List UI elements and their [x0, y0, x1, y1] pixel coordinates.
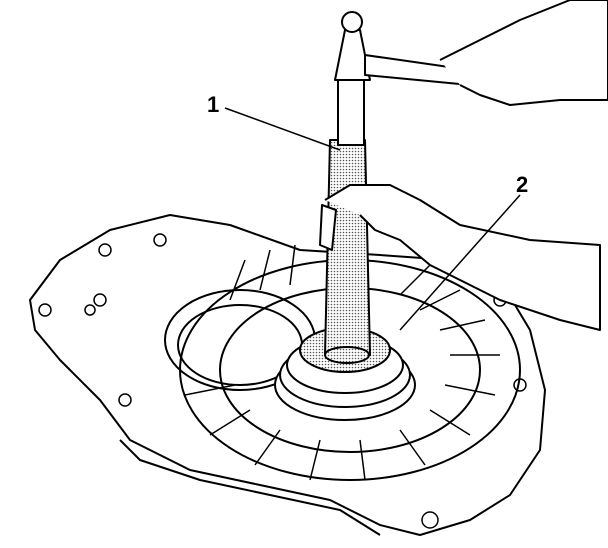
lower-hand: [324, 184, 601, 331]
ribs: [184, 244, 500, 481]
callout-2: 2: [516, 172, 529, 197]
leader-line-1: [224, 107, 341, 151]
hammer: [334, 11, 471, 86]
leader-line-2: [399, 194, 521, 331]
seal: [274, 327, 416, 421]
bolt-holes: [38, 233, 527, 529]
callout-1: 1: [207, 92, 220, 117]
upper-hand: [439, 0, 608, 106]
